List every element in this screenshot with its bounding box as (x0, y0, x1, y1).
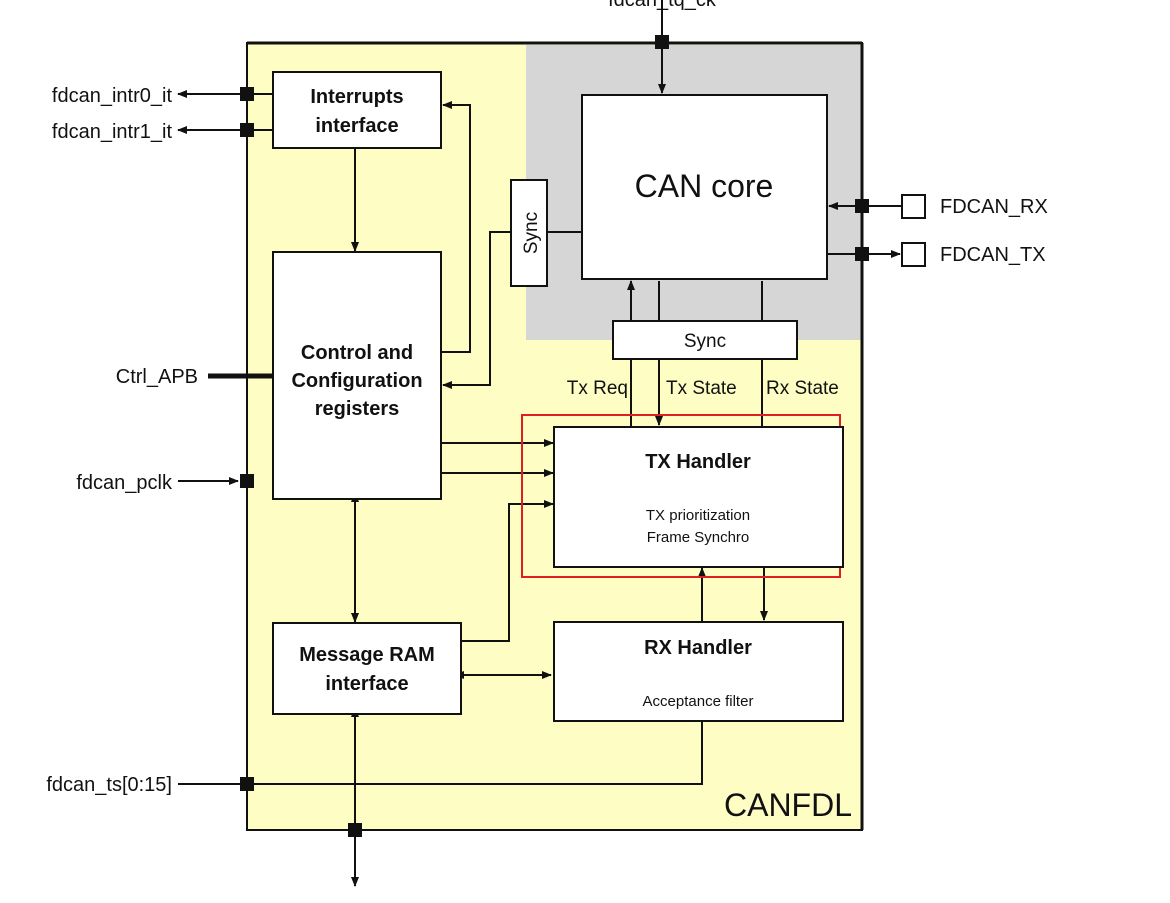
block-interrupts: Interrupts interface (272, 71, 442, 149)
port-intr0 (240, 87, 254, 101)
tx-state-label: Tx State (666, 378, 737, 399)
block-control-registers: Control and Configuration registers (272, 251, 442, 500)
port-timestamp (240, 777, 254, 791)
control-label-line3: registers (315, 398, 400, 420)
block-message-ram: Message RAM interface (272, 622, 462, 715)
ctrl-apb-label: Ctrl_APB (116, 366, 198, 388)
tx-req-label: Tx Req (567, 378, 628, 399)
block-sync-vertical: Sync (510, 179, 548, 287)
port-markers (240, 35, 869, 837)
rx-pin-label: FDCAN_RX (940, 196, 1048, 218)
sync-to-control-wire (442, 231, 511, 389)
port-tx (855, 247, 869, 261)
msgram-label-line2: interface (325, 673, 408, 695)
block-tx-handler: TX Handler TX prioritization Frame Synch… (521, 414, 844, 578)
fdcan-tx-pin (901, 242, 926, 267)
port-msgram-bus (348, 823, 362, 837)
timestamp-wire (178, 722, 703, 785)
control-to-interrupts-wire (441, 101, 471, 353)
interrupts-label-line1: Interrupts (310, 86, 403, 108)
port-intr1 (240, 123, 254, 137)
block-sync-horizontal: Sync (612, 320, 798, 360)
msgram-tx-wire (452, 500, 554, 645)
timestamp-label: fdcan_ts[0:15] (46, 774, 172, 796)
tx-handler-desc-line1: TX prioritization (646, 507, 750, 524)
signal-labels: fdcan_tq_ck fdcan_intr0_it fdcan_intr1_i… (46, 0, 1047, 796)
sync-horizontal-label: Sync (684, 331, 726, 352)
rx-handler-desc: Acceptance filter (643, 693, 754, 710)
sync-vertical-label: Sync (521, 212, 542, 254)
module-label: CANFDL (724, 787, 852, 823)
intr0-label: fdcan_intr0_it (52, 85, 173, 107)
interrupts-label-line2: interface (315, 115, 398, 137)
msgram-label-line1: Message RAM (299, 644, 435, 666)
port-rx (855, 199, 869, 213)
rx-state-label: Rx State (766, 378, 839, 399)
block-rx-handler: RX Handler Acceptance filter (553, 621, 844, 722)
rx-handler-title: RX Handler (644, 637, 752, 659)
pclk-label: fdcan_pclk (76, 472, 173, 494)
tq-clock-label: fdcan_tq_ck (608, 0, 717, 11)
fdcan-rx-pin (901, 194, 926, 219)
tx-handler-desc-line2: Frame Synchro (647, 529, 750, 546)
port-pclk (240, 474, 254, 488)
control-label-line2: Configuration (291, 370, 422, 392)
block-can-core: CAN core (581, 94, 828, 280)
intr1-label: fdcan_intr1_it (52, 121, 173, 143)
can-core-label: CAN core (635, 168, 774, 204)
tx-pin-label: FDCAN_TX (940, 244, 1046, 266)
port-tq-clock (655, 35, 669, 49)
control-label-line1: Control and (301, 342, 413, 364)
tx-handler-title: TX Handler (645, 451, 751, 473)
